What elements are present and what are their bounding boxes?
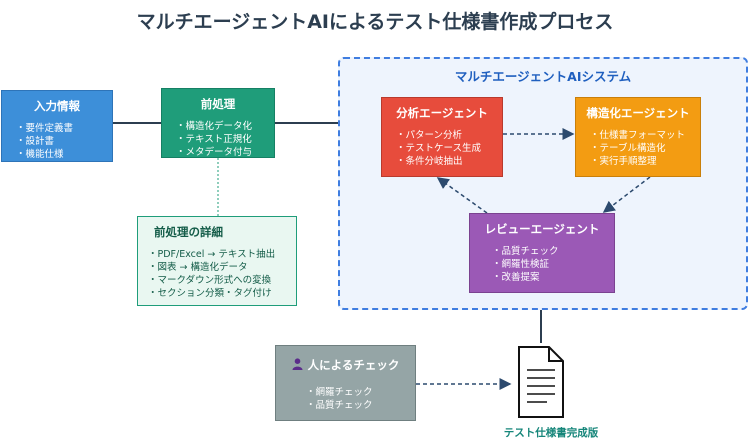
analysis-item: 条件分岐抽出 xyxy=(396,155,502,168)
preprocess-detail-title: 前処理の詳細 xyxy=(154,225,223,239)
structuring-item: テーブル構造化 xyxy=(590,142,700,155)
human-check-item: 品質チェック xyxy=(306,399,415,412)
input-item: 設計書 xyxy=(16,135,112,148)
preprocess-item: テキスト正規化 xyxy=(176,133,274,146)
review-item: 改善提案 xyxy=(492,271,614,284)
preprocess-title: 前処理 xyxy=(200,97,236,111)
human-check-title: 人によるチェック xyxy=(307,358,400,372)
structuring-item: 実行手順整理 xyxy=(590,155,700,168)
human-check-item: 網羅チェック xyxy=(306,386,415,399)
detail-item: セクション分類・タグ付け xyxy=(148,287,296,300)
page-title: マルチエージェントAIによるテスト仕様書作成プロセス xyxy=(136,11,614,33)
document-icon xyxy=(518,346,564,418)
structuring-agent-title: 構造化エージェント xyxy=(586,106,690,120)
preprocess-box: 前処理 構造化データ化 テキスト正規化 メタデータ付与 xyxy=(161,88,275,158)
structuring-item: 仕様書フォーマット xyxy=(590,129,700,142)
preprocess-item: 構造化データ化 xyxy=(176,120,274,133)
input-item: 要件定義書 xyxy=(16,122,112,135)
person-icon xyxy=(292,358,303,370)
human-check-box: 人によるチェック 網羅チェック 品質チェック xyxy=(275,345,416,421)
preprocess-detail-box: 前処理の詳細 PDF/Excel → テキスト抽出 図表 → 構造化データ マー… xyxy=(137,216,297,306)
arrow-structuring-review xyxy=(602,176,651,213)
review-agent-title: レビューエージェント xyxy=(484,222,600,236)
analysis-item: テストケース生成 xyxy=(396,142,502,155)
analysis-agent-title: 分析エージェント xyxy=(396,106,488,120)
review-item: 品質チェック xyxy=(492,245,614,258)
detail-item: PDF/Excel → テキスト抽出 xyxy=(148,248,296,261)
analysis-agent-box: 分析エージェント パターン分析 テストケース生成 条件分岐抽出 xyxy=(381,97,503,177)
human-check-header: 人によるチェック xyxy=(276,357,415,373)
input-info-box: 入力情報 要件定義書 設計書 機能仕様 xyxy=(1,90,113,162)
analysis-item: パターン分析 xyxy=(396,129,502,142)
arrow-review-analysis xyxy=(436,177,488,214)
input-info-title: 入力情報 xyxy=(34,99,80,113)
review-agent-box: レビューエージェント 品質チェック 網羅性検証 改善提案 xyxy=(469,213,615,293)
preprocess-item: メタデータ付与 xyxy=(176,146,274,159)
detail-item: 図表 → 構造化データ xyxy=(148,261,296,274)
detail-item: マークダウン形式への変換 xyxy=(148,274,296,287)
output-label: テスト仕様書完成版 xyxy=(503,427,599,439)
review-item: 網羅性検証 xyxy=(492,258,614,271)
input-item: 機能仕様 xyxy=(16,148,112,161)
structuring-agent-box: 構造化エージェント 仕様書フォーマット テーブル構造化 実行手順整理 xyxy=(575,97,701,177)
system-title: マルチエージェントAIシステム xyxy=(454,69,632,84)
